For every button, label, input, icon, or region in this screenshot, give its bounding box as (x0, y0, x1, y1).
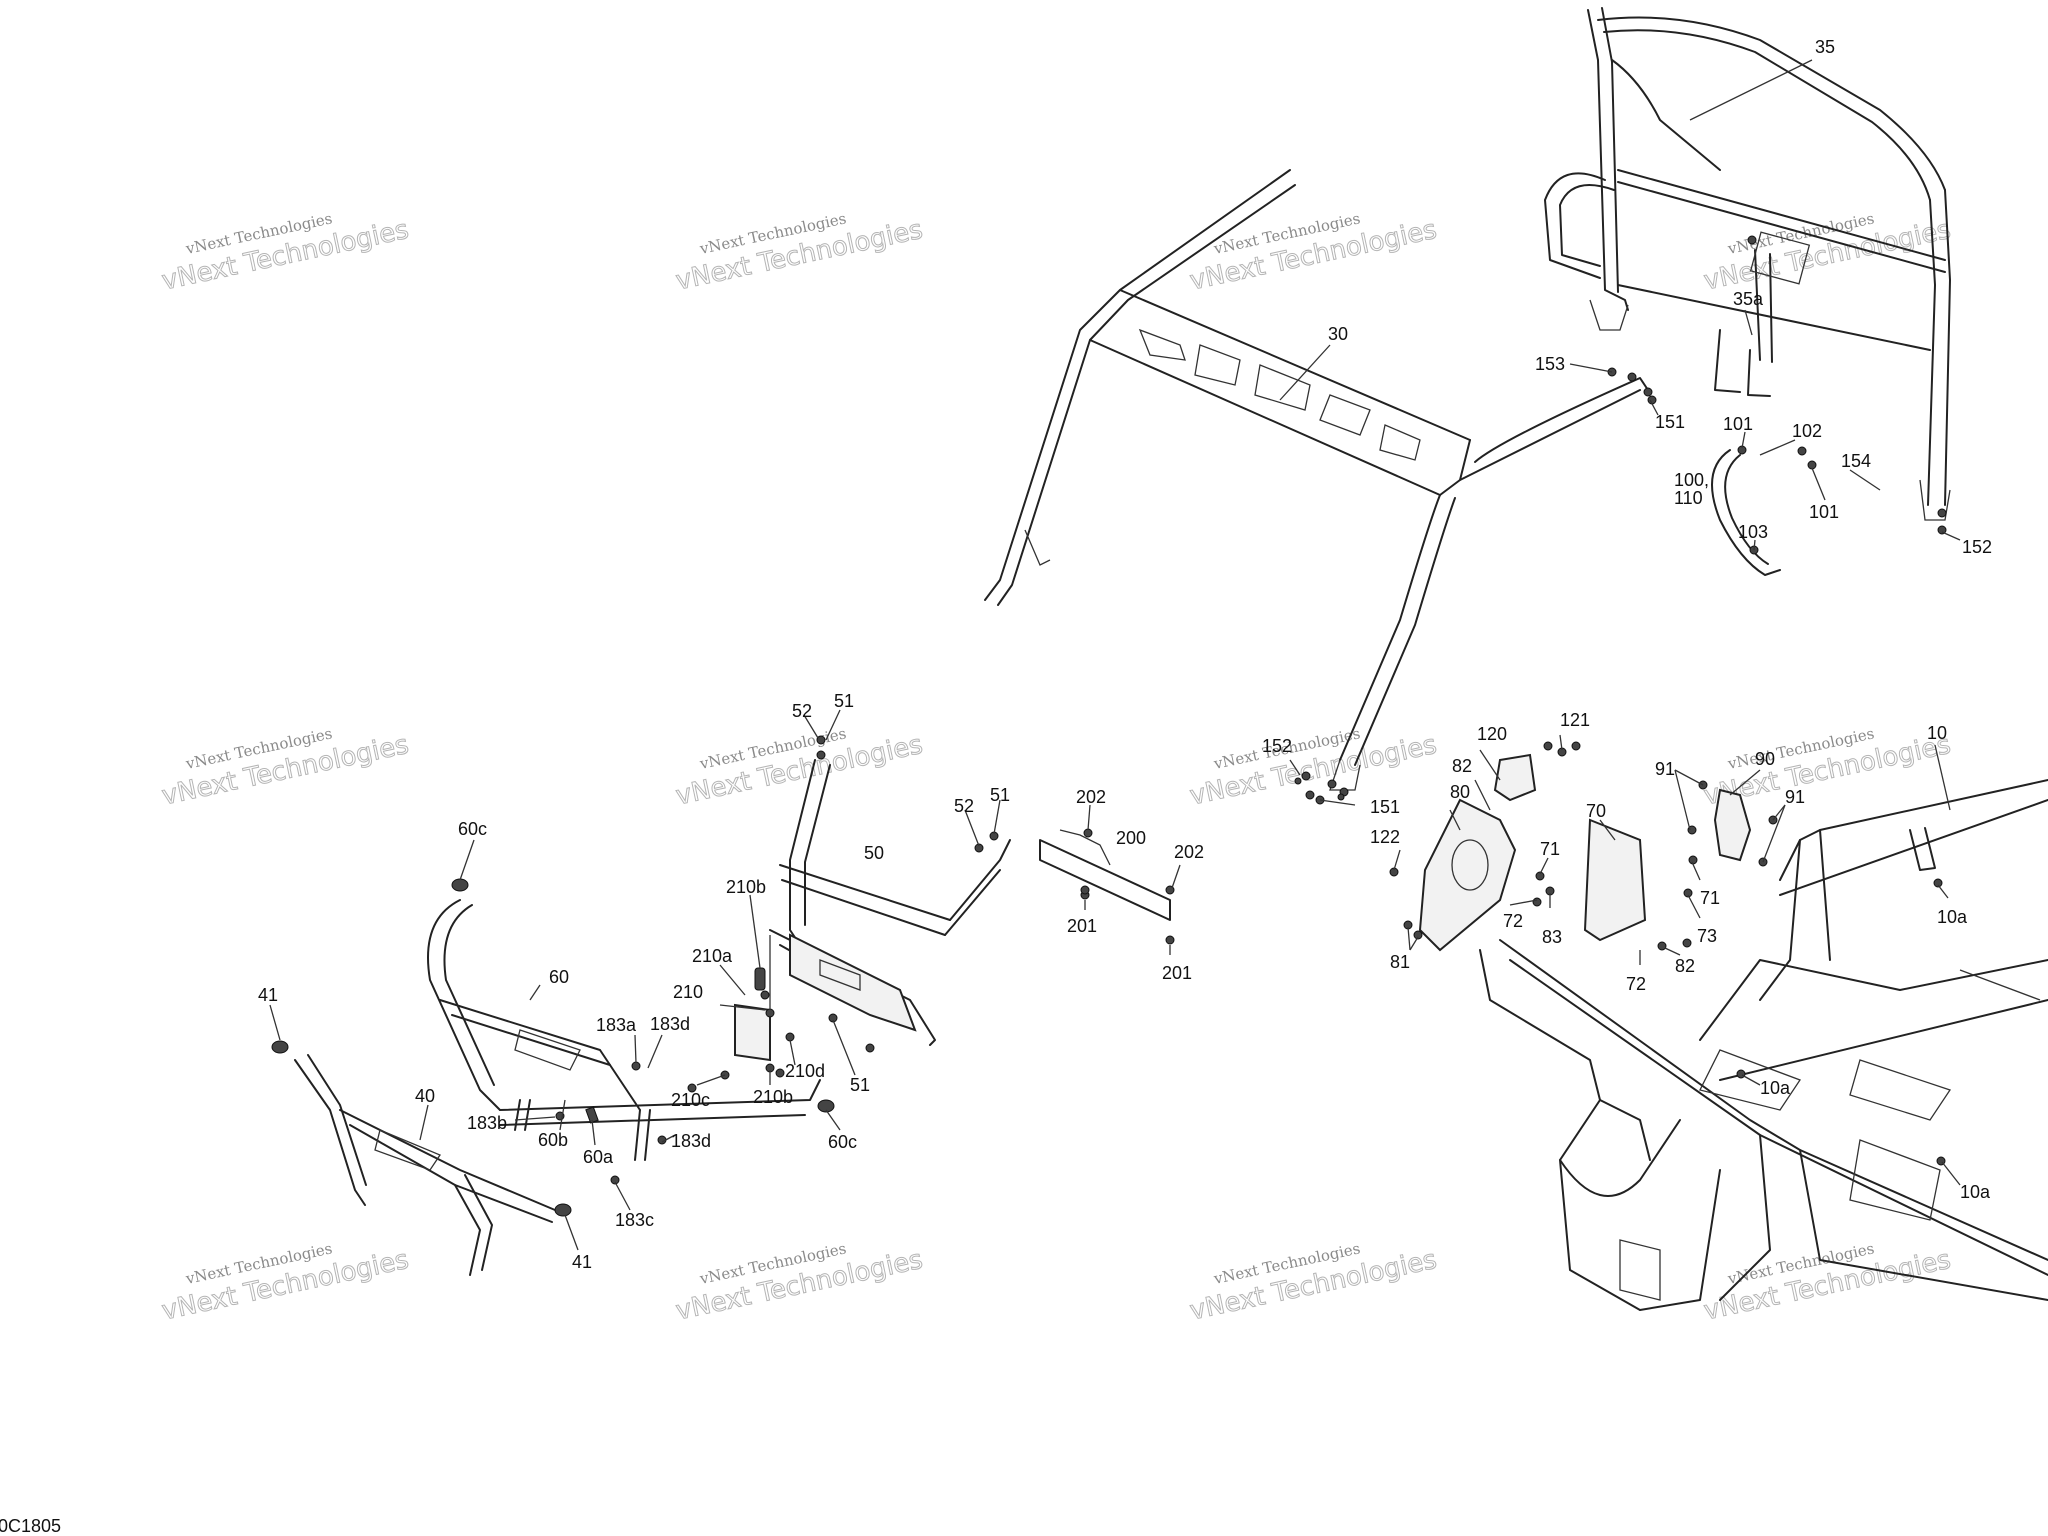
callout-102: 102 (1792, 421, 1822, 441)
watermark: vNext Technologies vNext Technologies (1187, 1239, 1440, 1327)
callout-202-b: 202 (1174, 842, 1204, 862)
callout-52: 52 (792, 701, 812, 721)
callout-122: 122 (1370, 827, 1400, 847)
part-120-bracket (1493, 753, 1537, 802)
callout-101: 101 (1723, 414, 1753, 434)
callout-41-b: 41 (572, 1252, 592, 1272)
callout-151: 151 (1655, 412, 1685, 432)
callout-110: 110 (1674, 488, 1703, 508)
watermark: vNext Technologies vNext Technologies (159, 209, 412, 297)
callout-72-b: 72 (1626, 974, 1646, 994)
callout-51: 51 (834, 691, 854, 711)
callout-121: 121 (1560, 710, 1590, 730)
part-40-lower-bumper (294, 1054, 556, 1276)
callout-82-b: 82 (1675, 956, 1695, 976)
callout-100: 100, (1674, 470, 1709, 490)
leader-lines (269, 59, 1961, 1251)
watermark: vNext Technologies vNext Technologies (159, 724, 412, 812)
callout-35: 35 (1815, 37, 1835, 57)
callout-50: 50 (864, 843, 884, 863)
callout-72: 72 (1503, 911, 1523, 931)
callout-60c-b: 60c (828, 1132, 857, 1152)
watermark: vNext Technologies vNext Technologies (159, 1239, 412, 1327)
callout-210c: 210c (671, 1090, 710, 1110)
part-10-main-frame (1479, 779, 2048, 1311)
callout-51-b: 51 (990, 785, 1010, 805)
callout-91-b: 91 (1785, 787, 1805, 807)
callout-91: 91 (1655, 759, 1675, 779)
callout-10a-c: 10a (1960, 1182, 1991, 1202)
callout-41: 41 (258, 985, 278, 1005)
watermark: vNext Technologies vNext Technologies (673, 209, 926, 297)
part-80-plate (1418, 798, 1517, 952)
watermark: vNext Technologies vNext Technologies (1701, 209, 1954, 297)
callout-152-b: 152 (1262, 736, 1292, 756)
callout-103: 103 (1738, 522, 1768, 542)
part-30-roof-frame (984, 169, 1649, 791)
callout-101-b: 101 (1809, 502, 1839, 522)
callout-201-b: 201 (1162, 963, 1192, 983)
callout-80: 80 (1450, 782, 1470, 802)
callout-210: 210 (673, 982, 703, 1002)
callout-151-c: 151 (1370, 797, 1400, 817)
callout-90: 90 (1755, 749, 1775, 769)
callout-183a: 183a (596, 1015, 637, 1035)
callout-183d-b: 183d (671, 1131, 711, 1151)
part-35-rear-cage (1544, 7, 1951, 521)
callout-52-b: 52 (954, 796, 974, 816)
callout-183d: 183d (650, 1014, 690, 1034)
callout-60: 60 (549, 967, 569, 987)
callout-81: 81 (1390, 952, 1410, 972)
diagram-code: 30C1805 (0, 1516, 61, 1536)
callout-183c: 183c (615, 1210, 654, 1230)
part-90-bracket (1713, 788, 1752, 862)
callout-60c: 60c (458, 819, 487, 839)
callout-30: 30 (1328, 324, 1348, 344)
callout-60b: 60b (538, 1130, 568, 1150)
part-60-bumper (427, 899, 821, 1161)
callout-120: 120 (1477, 724, 1507, 744)
callout-210b: 210b (726, 877, 766, 897)
watermark: vNext Technologies vNext Technologies (673, 724, 926, 812)
callout-51-c: 51 (850, 1075, 870, 1095)
part-70-bracket (1583, 818, 1647, 942)
callout-10: 10 (1927, 723, 1947, 743)
callout-183b: 183b (467, 1113, 507, 1133)
callout-70: 70 (1586, 801, 1606, 821)
callout-210d: 210d (785, 1061, 825, 1081)
callout-202: 202 (1076, 787, 1106, 807)
part-210-bracket (734, 1003, 771, 1062)
callout-200: 200 (1116, 828, 1146, 848)
callout-40: 40 (415, 1086, 435, 1106)
hardware (271, 235, 1947, 1217)
callout-153: 153 (1535, 354, 1565, 374)
part-200-bracket (1039, 829, 1171, 921)
callout-154: 154 (1841, 451, 1871, 471)
callout-82: 82 (1452, 756, 1472, 776)
watermarks: vNext Technologies vNext Technologies vN… (159, 209, 1954, 1327)
callout-201: 201 (1067, 916, 1097, 936)
callout-60a: 60a (583, 1147, 614, 1167)
callout-152: 152 (1962, 537, 1992, 557)
callout-210a: 210a (692, 946, 733, 966)
part-50-front-support (769, 759, 1011, 1046)
callout-labels: 35 35a 30 153 151 101 102 100, 110 154 1… (258, 37, 1992, 1272)
callout-10a: 10a (1937, 907, 1968, 927)
callout-71: 71 (1540, 839, 1560, 859)
watermark: vNext Technologies vNext Technologies (673, 1239, 926, 1327)
callout-83: 83 (1542, 927, 1562, 947)
callout-35a: 35a (1733, 289, 1764, 309)
watermark: vNext Technologies vNext Technologies (1187, 209, 1440, 297)
callout-210b-b: 210b (753, 1087, 793, 1107)
callout-73: 73 (1697, 926, 1717, 946)
callout-71-b: 71 (1700, 888, 1720, 908)
watermark: vNext Technologies vNext Technologies (1701, 1239, 1954, 1327)
callout-10a-b: 10a (1760, 1078, 1791, 1098)
part-100-grab-handle (1711, 449, 1781, 576)
